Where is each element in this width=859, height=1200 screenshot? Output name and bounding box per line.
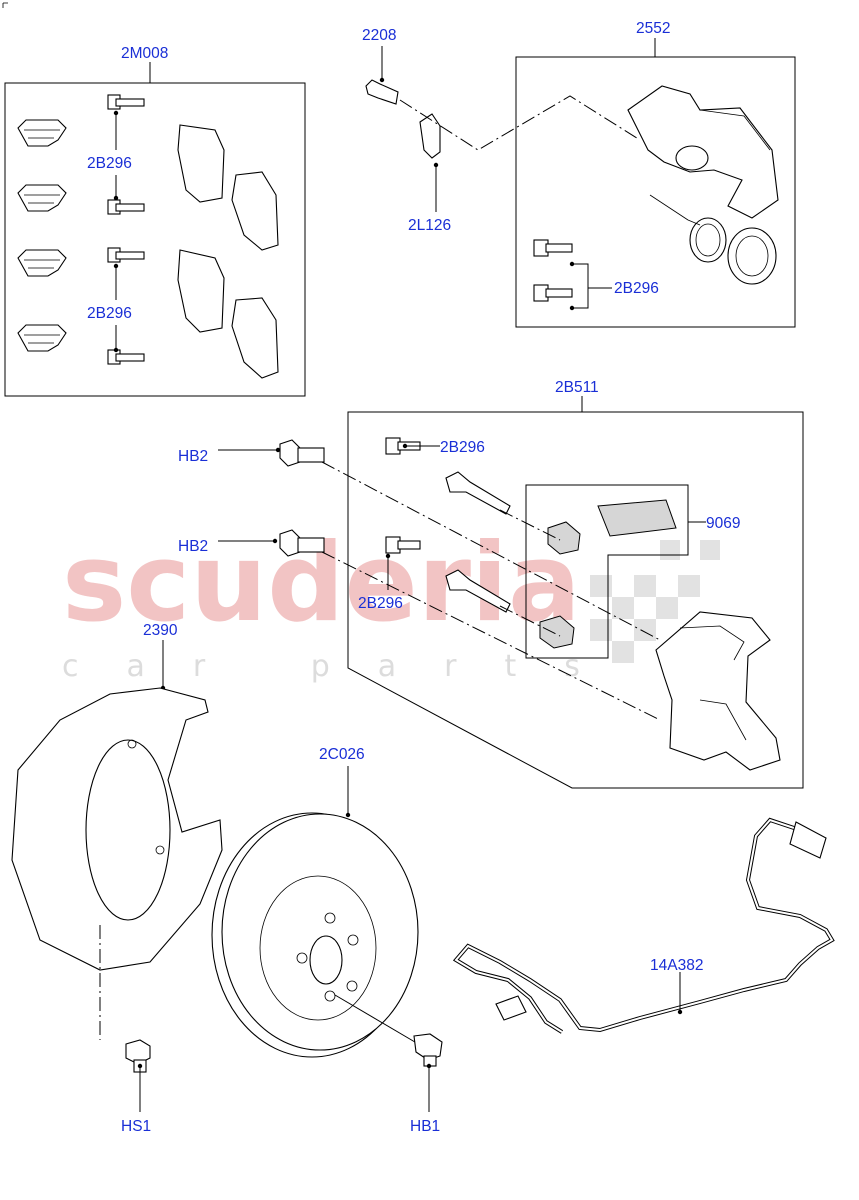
piston-seals xyxy=(689,217,777,285)
label-2208[interactable]: 2208 xyxy=(362,27,396,44)
dust-shield xyxy=(11,687,223,971)
label-2M008[interactable]: 2M008 xyxy=(121,45,168,62)
label-HB2-b[interactable]: HB2 xyxy=(178,538,208,555)
label-2B296-b[interactable]: 2B296 xyxy=(87,305,132,322)
label-HB2-a[interactable]: HB2 xyxy=(178,448,208,465)
caliper-bolts xyxy=(533,239,573,302)
label-14A382[interactable]: 14A382 xyxy=(650,957,703,974)
hb2-bolt-lower xyxy=(279,529,325,557)
label-2B296-c[interactable]: 2B296 xyxy=(614,280,659,297)
pad-kit-box xyxy=(4,82,306,397)
hs1-bolt xyxy=(125,1039,151,1073)
hb1-screw xyxy=(413,1033,443,1067)
brake-pads xyxy=(177,124,279,379)
watermark-sub: car parts xyxy=(62,649,628,684)
bleed-screw xyxy=(365,79,399,105)
label-2C026[interactable]: 2C026 xyxy=(319,746,365,763)
corner-mark xyxy=(2,2,8,8)
brake-caliper xyxy=(627,85,779,219)
carrier-box xyxy=(347,411,804,789)
label-9069[interactable]: 9069 xyxy=(706,515,740,532)
label-2L126[interactable]: 2L126 xyxy=(408,217,451,234)
anti-rattle-clips xyxy=(17,119,67,352)
bleed-cap xyxy=(419,113,441,159)
label-2B296-d[interactable]: 2B296 xyxy=(440,439,485,456)
caliper-carrier xyxy=(655,611,781,771)
label-2B296-a[interactable]: 2B296 xyxy=(87,155,132,172)
label-HB1[interactable]: HB1 xyxy=(410,1118,440,1135)
label-2B511[interactable]: 2B511 xyxy=(555,379,599,396)
label-2B296-e[interactable]: 2B296 xyxy=(358,595,403,612)
abs-sensor-harness xyxy=(452,817,835,1034)
hb2-bolt-upper xyxy=(279,439,325,467)
guide-pins xyxy=(445,471,511,613)
label-2552[interactable]: 2552 xyxy=(636,20,670,37)
pad-box-bolts xyxy=(107,94,145,365)
label-2390[interactable]: 2390 xyxy=(143,622,178,639)
label-HS1[interactable]: HS1 xyxy=(121,1118,151,1135)
grease-kit-box xyxy=(525,484,689,659)
pin-boots xyxy=(539,521,581,649)
grease-sachet xyxy=(597,499,677,537)
brake-disc xyxy=(211,812,419,1058)
